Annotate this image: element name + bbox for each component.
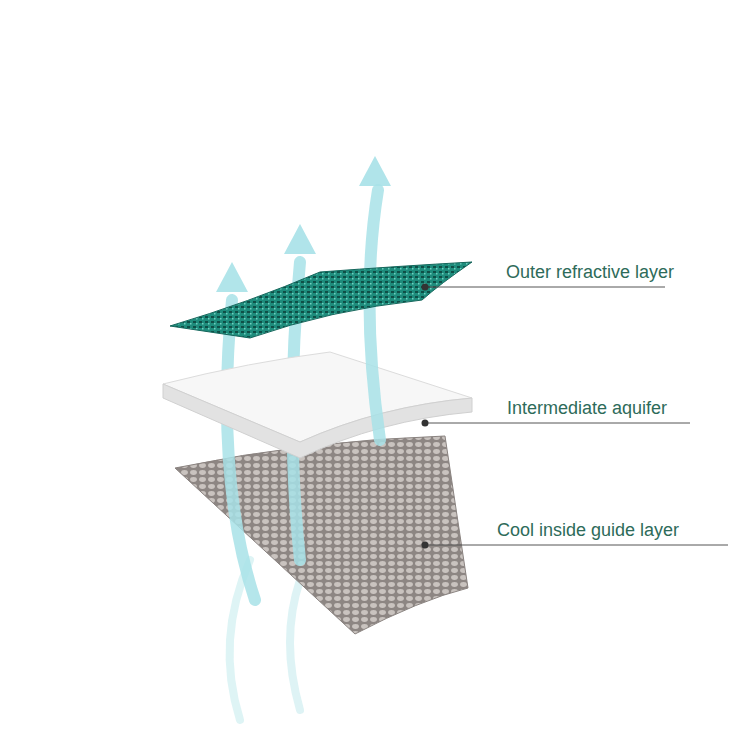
leader-dots — [422, 284, 429, 549]
guide-layer — [175, 436, 468, 634]
layer-label: Cool inside guide layer — [497, 519, 679, 541]
layer-label: Intermediate aquifer — [507, 397, 667, 419]
leader-lines — [425, 287, 728, 545]
refractive-layer — [170, 262, 472, 338]
layer-label: Outer refractive layer — [506, 261, 674, 283]
aquifer-slab — [163, 352, 472, 442]
